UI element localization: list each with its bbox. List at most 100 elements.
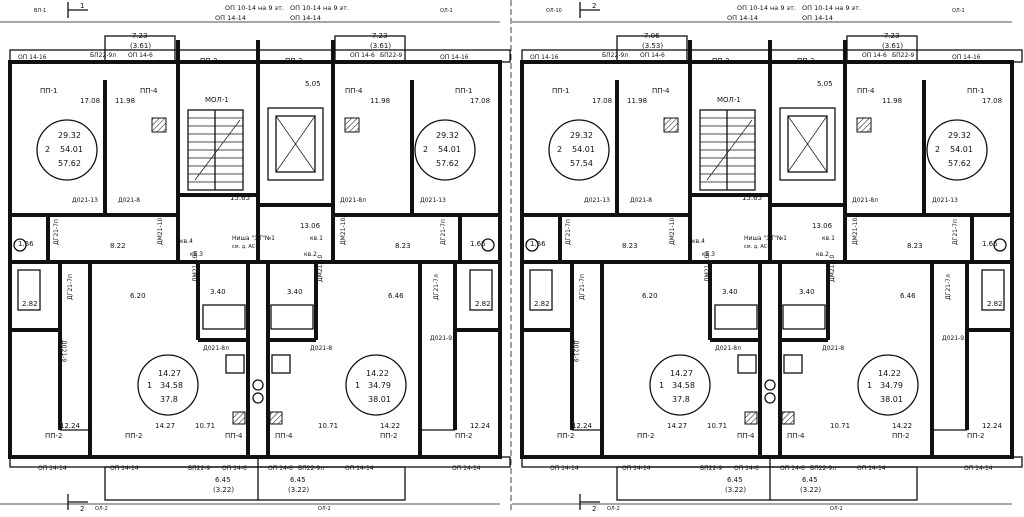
plan-label: ОП 14-16 bbox=[530, 54, 559, 61]
plan-label: Ниша "ЭТ"№1 bbox=[744, 235, 787, 242]
plan-label: ПП-2 bbox=[712, 57, 730, 65]
plan-label: 38.01 bbox=[880, 395, 903, 404]
plan-label: ПП-4 bbox=[652, 87, 670, 95]
apartment-marker bbox=[345, 354, 407, 416]
plan-label: ОП 14-14 bbox=[290, 14, 321, 22]
plan-label: ДГ21-7л bbox=[945, 274, 952, 300]
plan-label: ОП 14-14 bbox=[727, 14, 758, 22]
plan-label: 11.98 bbox=[882, 97, 902, 105]
plan-label: ДМ21-10л bbox=[340, 214, 347, 245]
plan-label: ОП 14-6 bbox=[640, 52, 665, 59]
riser bbox=[252, 392, 264, 404]
plan-label: 57.62 bbox=[436, 159, 459, 168]
plan-label: 12.24 bbox=[470, 422, 491, 430]
ventilation-block bbox=[232, 411, 246, 425]
plan-label: Д021-8 bbox=[118, 197, 140, 204]
plan-label: Ниша "ЭТ"№1 bbox=[232, 235, 275, 242]
plan-label: Д021-8л bbox=[340, 197, 366, 204]
plan-label: 29.32 bbox=[58, 131, 81, 140]
plan-label: 2 bbox=[423, 145, 428, 154]
plan-label: 1.66 bbox=[530, 240, 546, 248]
plan-label: Д021-13 bbox=[932, 197, 958, 204]
plan-label: БП22-9 bbox=[892, 52, 914, 59]
plan-label: ОП 14-14 bbox=[622, 465, 651, 472]
plan-label: кв.4 bbox=[692, 238, 705, 245]
plan-label: ДМ21-10 bbox=[157, 218, 164, 245]
plan-label: 6.20 bbox=[642, 292, 658, 300]
plan-label: 1 bbox=[867, 381, 872, 390]
plan-label: 15.65 bbox=[230, 194, 250, 202]
outer-wall bbox=[520, 60, 1014, 459]
plan-label: кв.4 bbox=[180, 238, 193, 245]
plan-label: 14.27 bbox=[670, 369, 693, 378]
plan-label: ОП 14-14 bbox=[110, 465, 139, 472]
plan-label: ДМ21-10 bbox=[669, 218, 676, 245]
plan-label: БП22-9л bbox=[90, 52, 116, 59]
plan-label: 11.98 bbox=[370, 97, 390, 105]
section-plan-left bbox=[0, 2, 511, 510]
ventilation-block bbox=[856, 117, 872, 133]
plan-label: ПП-2 bbox=[455, 432, 473, 440]
plan-label: ОЛ-1 bbox=[952, 8, 965, 14]
plan-label: 6.20 bbox=[130, 292, 146, 300]
plan-label: (3.22) bbox=[725, 486, 746, 494]
ventilation-block bbox=[151, 117, 167, 133]
plan-label: 2.82 bbox=[987, 300, 1003, 308]
plan-label: Д021-8 bbox=[310, 345, 332, 352]
plan-label: 14.22 bbox=[366, 369, 389, 378]
plan-label: ДГ21-7п bbox=[952, 219, 959, 245]
plan-label: 3.40 bbox=[722, 288, 738, 296]
plan-label: ОП 14-14 bbox=[964, 465, 993, 472]
plan-label: ОЛ-2 bbox=[95, 506, 108, 512]
plan-label: 17.08 bbox=[982, 97, 1002, 105]
balcony-bottom bbox=[104, 466, 406, 501]
plan-label: БП22-9 bbox=[380, 52, 402, 59]
plan-label: 11.98 bbox=[115, 97, 135, 105]
plan-label: 8.23 bbox=[622, 242, 638, 250]
apartment-marker bbox=[414, 119, 476, 181]
plan-label: ПП-4 bbox=[225, 432, 243, 440]
plan-label: 54.01 bbox=[60, 145, 83, 154]
plan-label: 38.01 bbox=[368, 395, 391, 404]
ventilation-block bbox=[781, 411, 795, 425]
apartment-marker bbox=[548, 119, 610, 181]
plan-label: 5.05 bbox=[817, 80, 833, 88]
plan-label: 34.79 bbox=[368, 381, 391, 390]
plan-label: 57.54 bbox=[570, 159, 593, 168]
plan-label: БП22-9л bbox=[602, 52, 628, 59]
plan-label: ПП-2 bbox=[45, 432, 63, 440]
elevator-shaft bbox=[267, 107, 324, 181]
plan-label: 2 bbox=[45, 145, 50, 154]
plan-label: ДМ21-10л bbox=[192, 251, 199, 282]
plan-label: 2 bbox=[80, 505, 84, 513]
plan-label: 14.22 bbox=[380, 422, 400, 430]
plan-label: 3.40 bbox=[287, 288, 303, 296]
toilet bbox=[525, 238, 539, 252]
stove bbox=[225, 354, 245, 374]
plan-label: 2.82 bbox=[534, 300, 550, 308]
staircase bbox=[187, 109, 244, 191]
bathtub bbox=[17, 269, 41, 311]
plan-label: ПП-2 bbox=[637, 432, 655, 440]
plan-label: ДГ21-7л bbox=[433, 274, 440, 300]
balcony-top-left bbox=[616, 35, 688, 63]
plan-label: 54.01 bbox=[950, 145, 973, 154]
plan-label: 57.62 bbox=[948, 159, 971, 168]
plan-label: ПП-2 bbox=[285, 57, 303, 65]
plan-label: см. д. АС- bbox=[744, 244, 769, 250]
plan-label: ПП-4 bbox=[857, 87, 875, 95]
plan-label: 1 bbox=[355, 381, 360, 390]
plan-label: 13.06 bbox=[812, 222, 833, 230]
plan-label: 7.23 bbox=[372, 32, 388, 40]
plan-label: (3.22) bbox=[288, 486, 309, 494]
plan-label: ПП-1 bbox=[967, 87, 985, 95]
bathtub bbox=[202, 304, 246, 330]
plan-label: 1.66 bbox=[982, 240, 998, 248]
plan-label: 6.45 bbox=[802, 476, 818, 484]
plan-label: ДГ21-7п bbox=[579, 274, 586, 300]
plan-label: 17.08 bbox=[592, 97, 612, 105]
outer-wall bbox=[8, 60, 502, 459]
plan-label: 12.24 bbox=[60, 422, 81, 430]
bathtub bbox=[469, 269, 493, 311]
